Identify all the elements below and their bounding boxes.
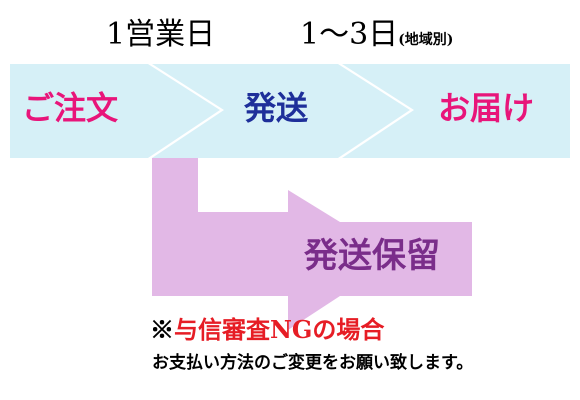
ship-arrow: [152, 64, 410, 158]
note-title-text: 与信審査NGの場合: [174, 315, 385, 344]
step-ship-label: 発送: [244, 89, 309, 127]
note-mark: ※: [150, 315, 174, 344]
first-interval-text: 1営業日: [106, 17, 216, 52]
hold-arrow: [152, 158, 472, 330]
first-interval-label: 1営業日: [106, 20, 215, 50]
hold-label: 発送保留: [304, 236, 440, 276]
second-interval-text: 1～3日: [300, 17, 399, 52]
second-interval-label: 1～3日(地域別): [300, 20, 453, 50]
order-arrow: [10, 64, 220, 158]
step-order-label: ご注文: [22, 89, 119, 127]
deliver-arrow: [342, 64, 570, 158]
second-interval-note: (地域別): [398, 32, 454, 48]
ng-note-title: ※与信審査NGの場合: [150, 318, 384, 342]
ng-note-body: お支払い方法のご変更をお願い致します。: [152, 353, 474, 373]
step-deliver-label: お届け: [438, 89, 535, 127]
